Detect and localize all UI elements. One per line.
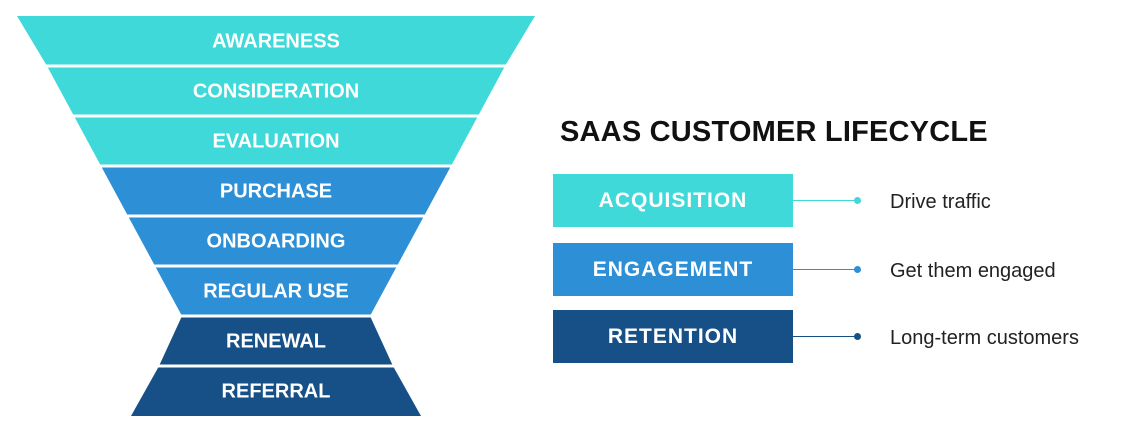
- funnel-level-referral-label: REFERRAL: [222, 380, 331, 402]
- funnel-level-purchase-label: PURCHASE: [220, 180, 332, 202]
- funnel-level-consideration: [47, 67, 505, 115]
- funnel-level-awareness: [17, 16, 535, 65]
- stage-acquisition-connector: [793, 200, 857, 201]
- funnel-level-evaluation: [74, 117, 478, 165]
- funnel-level-renewal: [159, 317, 393, 365]
- stage-acquisition-box: ACQUISITION: [553, 174, 793, 227]
- stage-engagement-description: Get them engaged: [890, 260, 1056, 282]
- stage-retention-connector: [793, 336, 857, 337]
- stage-engagement-connector: [793, 269, 857, 270]
- stage-retention-box: RETENTION: [553, 310, 793, 363]
- funnel-level-regular-use-label: REGULAR USE: [203, 280, 349, 302]
- stage-retention-description: Long-term customers: [890, 327, 1079, 349]
- funnel-level-purchase: [101, 167, 451, 215]
- funnel-level-onboarding: [128, 217, 424, 265]
- funnel-level-evaluation-label: EVALUATION: [212, 130, 339, 152]
- stage-acquisition-label: ACQUISITION: [598, 188, 748, 212]
- stage-acquisition-dot: [854, 197, 861, 204]
- stage-engagement-label: ENGAGEMENT: [592, 257, 754, 281]
- lifecycle-title: SAAS CUSTOMER LIFECYCLE: [560, 116, 988, 148]
- stage-engagement-dot: [854, 266, 861, 273]
- funnel-level-onboarding-label: ONBOARDING: [207, 230, 346, 252]
- funnel-level-renewal-label: RENEWAL: [226, 330, 326, 352]
- stage-acquisition-description: Drive traffic: [890, 191, 991, 213]
- funnel-level-referral: [131, 367, 421, 416]
- stage-engagement-box: ENGAGEMENT: [553, 243, 793, 296]
- funnel-level-consideration-label: CONSIDERATION: [193, 80, 359, 102]
- funnel-diagram: AWARENESS CONSIDERATION EVALUATION PURCHASE…: [17, 16, 535, 416]
- funnel-level-regular-use: [155, 267, 397, 315]
- stage-retention-dot: [854, 333, 861, 340]
- stage-retention-label: RETENTION: [607, 324, 739, 348]
- funnel-level-awareness-label: AWARENESS: [212, 30, 340, 52]
